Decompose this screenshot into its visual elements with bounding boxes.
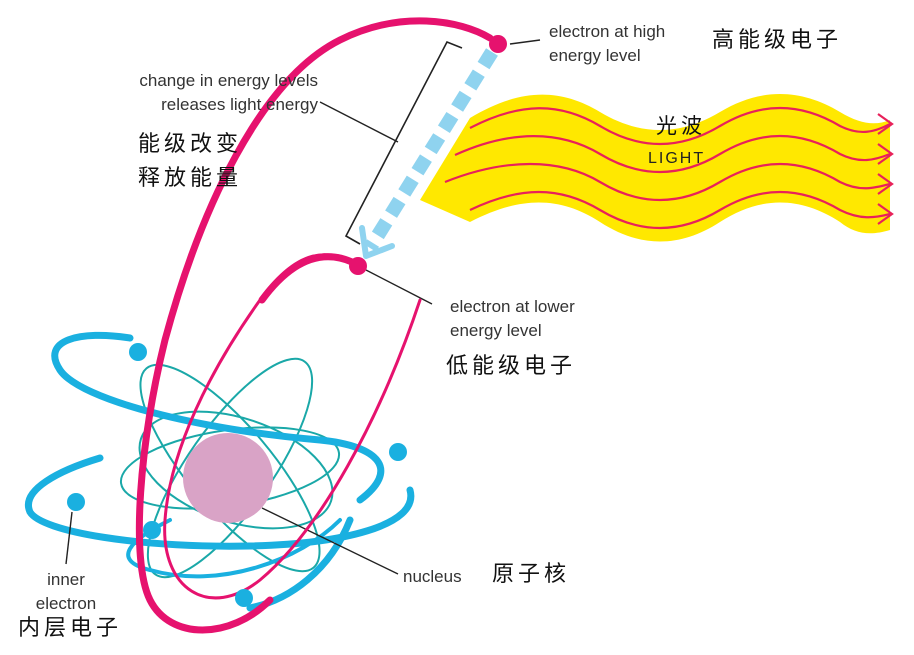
label-high-electron: electron at high energy level xyxy=(549,20,665,68)
electron-cyan-4 xyxy=(235,589,253,607)
label-inner-electron-line1: inner xyxy=(47,570,85,589)
label-energy-change-line1: change in energy levels xyxy=(139,71,318,90)
arrowhead xyxy=(359,225,395,259)
label-low-electron-line1: electron at lower xyxy=(450,297,575,316)
wave-line-4 xyxy=(469,190,891,230)
label-energy-change-line2: releases light energy xyxy=(161,95,318,114)
label-inner-electron: inner electron xyxy=(26,568,106,616)
leader-low-electron xyxy=(365,269,433,305)
light-wave-band xyxy=(420,94,890,242)
label-low-electron: electron at lower energy level xyxy=(450,295,575,343)
wave-line-2 xyxy=(454,134,891,174)
leader-inner-electron xyxy=(65,511,73,565)
label-high-electron-line2: energy level xyxy=(549,46,641,65)
leader-nucleus xyxy=(261,507,399,575)
wave-line-3 xyxy=(444,162,891,202)
zh-energy-change-line1: 能级改变 xyxy=(138,132,243,157)
label-energy-change: change in energy levels releases light e… xyxy=(100,69,318,117)
label-low-electron-line2: energy level xyxy=(450,321,542,340)
wave-arrowhead-2 xyxy=(877,143,894,165)
wave-arrowhead-1 xyxy=(877,113,894,135)
label-inner-electron-line2: electron xyxy=(35,594,97,613)
label-light: LIGHT xyxy=(648,150,706,167)
zh-energy-change: 能级改变 释放能量 xyxy=(138,128,242,196)
electron-high xyxy=(489,35,507,53)
leader-energy-change xyxy=(319,101,399,143)
wave-line-1 xyxy=(469,106,891,146)
energy-gap-bracket xyxy=(344,40,463,245)
electron-inner xyxy=(67,493,85,511)
zh-nucleus: 原子核 xyxy=(492,562,571,587)
zh-low-electron: 低能级电子 xyxy=(446,354,577,379)
energy-drop-arrow xyxy=(359,48,498,259)
wave-arrowhead-4 xyxy=(877,203,894,225)
magenta-orbits xyxy=(135,17,494,634)
zh-inner-electron: 内层电子 xyxy=(18,616,123,641)
electron-cyan-2 xyxy=(389,443,407,461)
nucleus xyxy=(183,433,273,523)
zh-energy-change-line2: 释放能量 xyxy=(138,166,243,191)
light-wave xyxy=(420,94,894,242)
leader-high-electron xyxy=(509,39,541,45)
wave-arrowhead-3 xyxy=(877,173,894,195)
zh-light-wave: 光波 xyxy=(656,114,706,138)
electron-cyan-1 xyxy=(129,343,147,361)
label-nucleus: nucleus xyxy=(403,567,462,586)
electron-low xyxy=(349,257,367,275)
label-high-electron-line1: electron at high xyxy=(549,22,666,41)
electron-cyan-3 xyxy=(143,521,161,539)
zh-high-electron: 高能级电子 xyxy=(712,28,843,53)
